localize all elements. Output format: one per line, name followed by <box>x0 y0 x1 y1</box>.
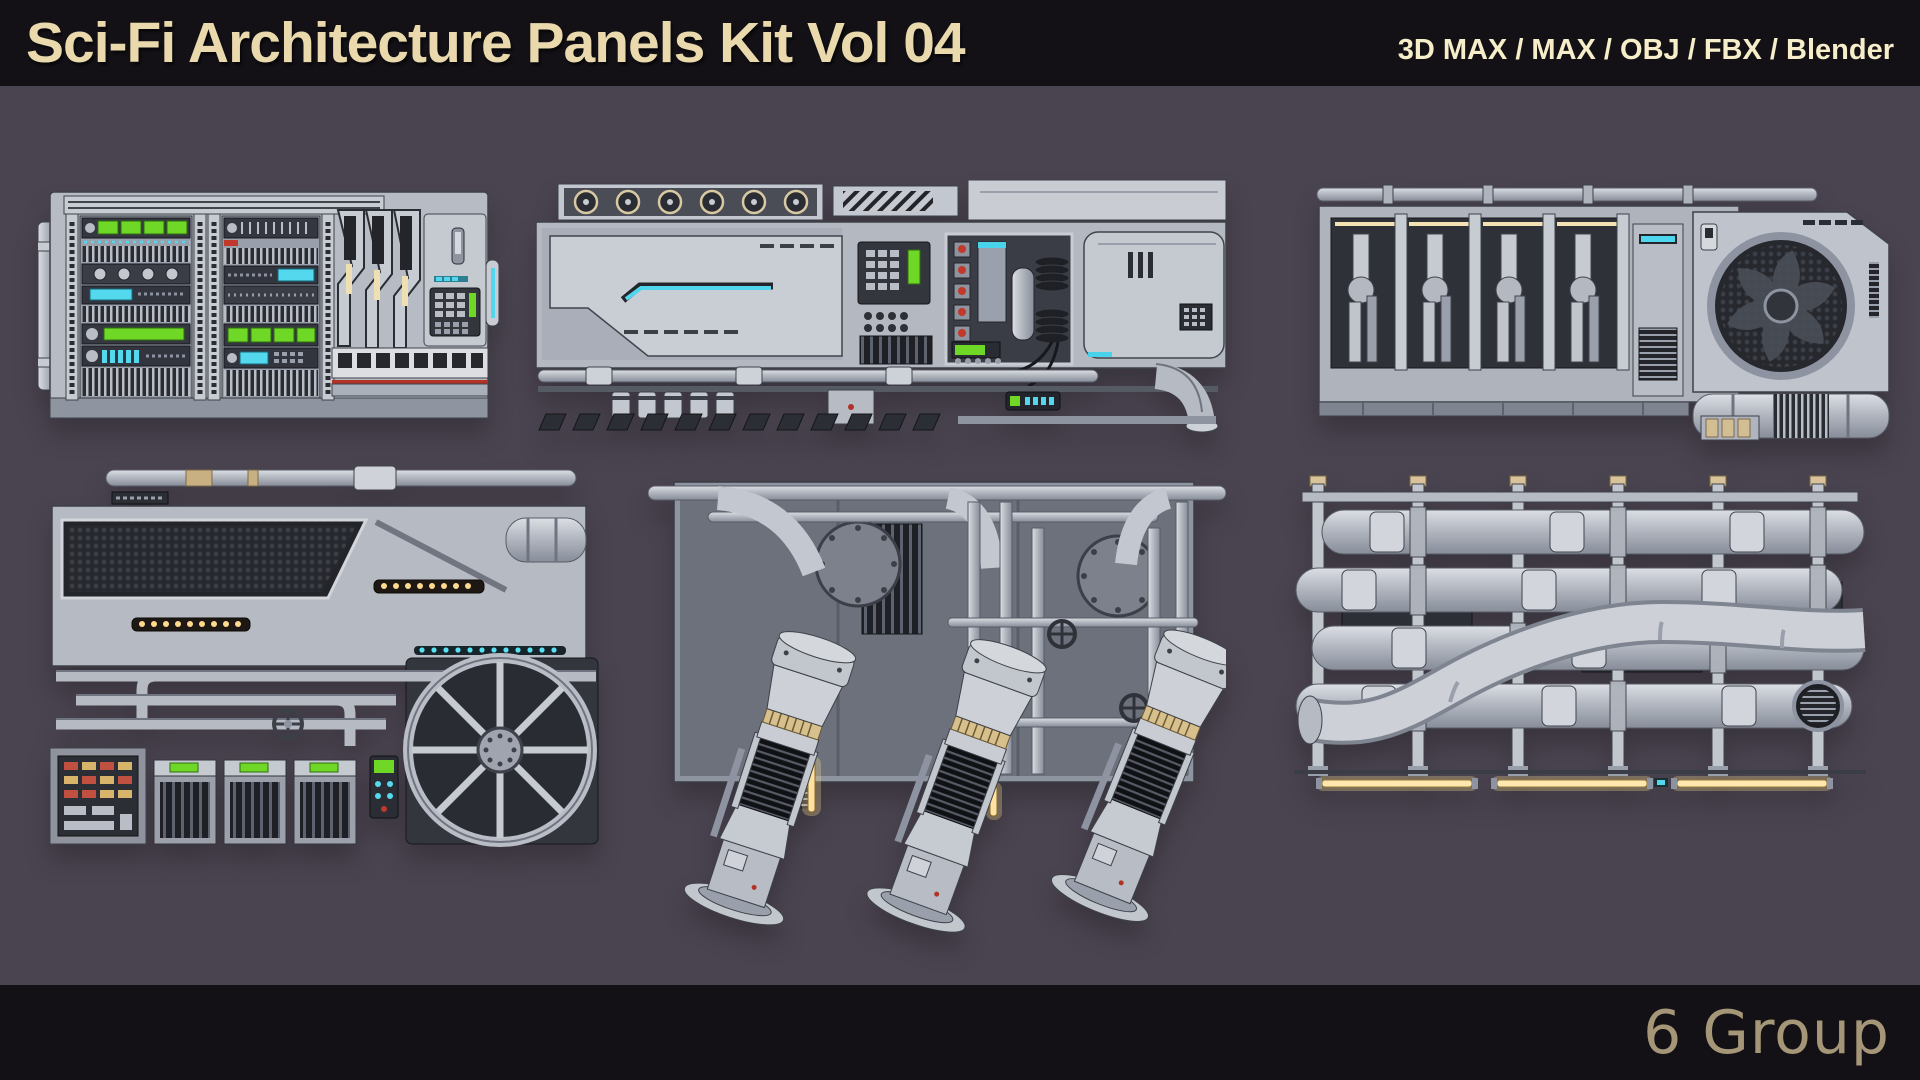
footer-bar: 6 Group <box>0 985 1920 1080</box>
turbine-pipes-illustration <box>648 481 1226 938</box>
render-actuator-fan-panel <box>1303 178 1893 443</box>
pipe-console-illustration <box>535 179 1227 433</box>
file-formats-label: 3D MAX / MAX / OBJ / FBX / Blender <box>1397 33 1894 66</box>
page-title: Sci-Fi Architecture Panels Kit Vol 04 <box>26 10 966 75</box>
pipe-rack-illustration <box>1294 475 1866 791</box>
render-turbine-pipes-panel <box>648 468 1226 938</box>
render-pipe-console-panel <box>528 178 1228 433</box>
rack-console-illustration <box>38 191 500 419</box>
actuator-fan-illustration <box>1316 184 1890 441</box>
render-rack-console-panel <box>38 180 500 430</box>
group-count-label: 6 Group <box>1643 997 1890 1068</box>
render-pipe-rack-panel <box>1282 462 1878 804</box>
render-grid <box>0 86 1920 985</box>
fan-manifold-illustration <box>49 465 599 847</box>
render-fan-manifold-panel <box>36 462 601 852</box>
header-bar: Sci-Fi Architecture Panels Kit Vol 04 3D… <box>0 0 1920 86</box>
